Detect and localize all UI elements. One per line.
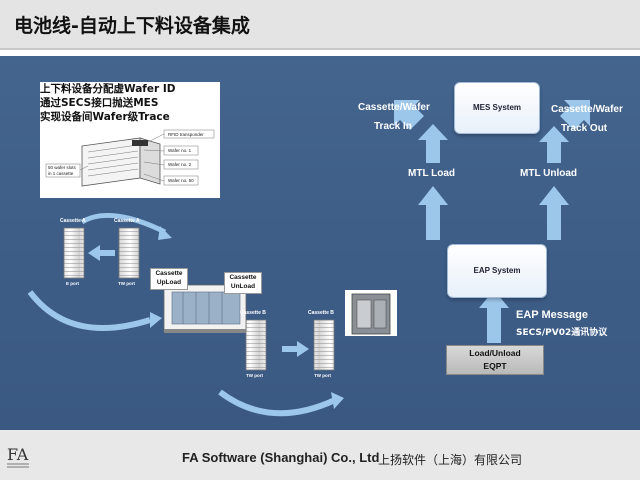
mes-system-label: MES System (472, 103, 522, 112)
curve-arrow-top-icon (27, 290, 151, 331)
note-line-2: 通过SECS接口抛送MES (40, 97, 159, 109)
footer-company: FA Software (Shanghai) Co., Ltd (182, 450, 380, 465)
title-bar: 电池线-自动上下料设备集成 (0, 0, 640, 50)
upload-sticker-line-2: UpLoad (156, 279, 182, 286)
rfid-label: RFID transponder (168, 132, 204, 137)
load-unload-eqpt-box: Load/Unload EQPT (446, 345, 544, 375)
cassette-a-label-1: Cassette A (60, 218, 86, 224)
mtl-load-label: MTL Load (408, 168, 456, 179)
footer (0, 430, 640, 480)
wafer-1-label: Wafer no. 1 (168, 148, 192, 153)
cassette-b-label-1: Cassette B (240, 310, 266, 316)
slots-label-1: 50 wafer slots (48, 165, 76, 170)
load-unload-label: Load/Unload (469, 348, 521, 358)
slots-label-2: in 1 cassette (48, 171, 74, 176)
wafer-2-label: Wafer no. 2 (168, 162, 192, 167)
process-machine (345, 290, 397, 336)
eap-system-label: EAP System (473, 266, 521, 275)
page-title: 电池线-自动上下料设备集成 (14, 15, 250, 37)
secs-protocol-label: SECS/PV02通讯协议 (516, 328, 608, 338)
arrow-a-left-icon (88, 245, 115, 261)
port-b-label-2: TW port (314, 373, 331, 378)
arrow-b-right-icon (282, 341, 309, 357)
curve-arrow-loop-top-icon (80, 212, 167, 235)
unload-sticker-line-2: UnLoad (230, 283, 256, 290)
eqpt-label: EQPT (483, 361, 507, 371)
arrow-eqpt-to-eap-icon (479, 290, 509, 343)
cassette-drawing: RFID transponder Wafer no. 1 Wafer no. 2… (40, 126, 220, 198)
upload-sticker: Cassette UpLoad (150, 268, 188, 290)
arrow-track-in-icon (394, 100, 424, 130)
unload-sticker: Cassette UnLoad (224, 272, 262, 294)
eap-message-label: EAP Message (516, 309, 588, 321)
cassette-b-label-2: Cassette B (308, 310, 334, 316)
company-logo: FA (6, 440, 30, 474)
arrow-eap-to-mtl-unload-icon (539, 186, 569, 240)
track-out-label-2: Track Out (561, 123, 608, 134)
mes-system-box: MES System (454, 82, 540, 134)
port-a-label-2: TW port (118, 281, 135, 286)
footer-company-cn: 上扬软件（上海）有限公司 (378, 453, 523, 467)
track-in-label-2: Track In (374, 121, 412, 132)
wafer-50-label: Wafer no. 50 (168, 178, 194, 183)
cassette-a-twport (118, 227, 140, 279)
note-line-3: 实现设备间Wafer级Trace (40, 111, 170, 123)
arrow-eap-to-mtl-load-icon (418, 186, 448, 240)
eap-system-box: EAP System (447, 244, 547, 298)
arrow-mtl-load-up-icon (418, 124, 448, 163)
unload-sticker-line-1: Cassette (229, 274, 257, 281)
notes-box: 上下料设备分配虚Wafer ID 通过SECS接口抛送MES 实现设备间Wafe… (40, 82, 220, 132)
cassette-b-left (245, 319, 267, 371)
port-b-label-1: TW port (246, 373, 263, 378)
arrow-track-out-icon (560, 100, 590, 130)
mtl-unload-label: MTL Unload (520, 168, 578, 179)
curve-arrow-bottom-icon (218, 389, 337, 417)
cassette-drawing-svg (45, 129, 215, 187)
arrow-mtl-unload-up-icon (539, 126, 569, 163)
cassette-a-eport (63, 227, 85, 279)
port-a-label-1: E port (66, 281, 79, 286)
logo-text: FA (7, 445, 29, 464)
cassette-b-right (313, 319, 335, 371)
upload-sticker-line-1: Cassette (155, 270, 183, 277)
track-out-label-1: Cassette/Wafer (551, 104, 623, 115)
note-line-1: 上下料设备分配虚Wafer ID (40, 83, 176, 95)
cassette-a-label-2: Cassette A (114, 218, 140, 224)
track-in-label-1: Cassette/Wafer (358, 102, 430, 113)
